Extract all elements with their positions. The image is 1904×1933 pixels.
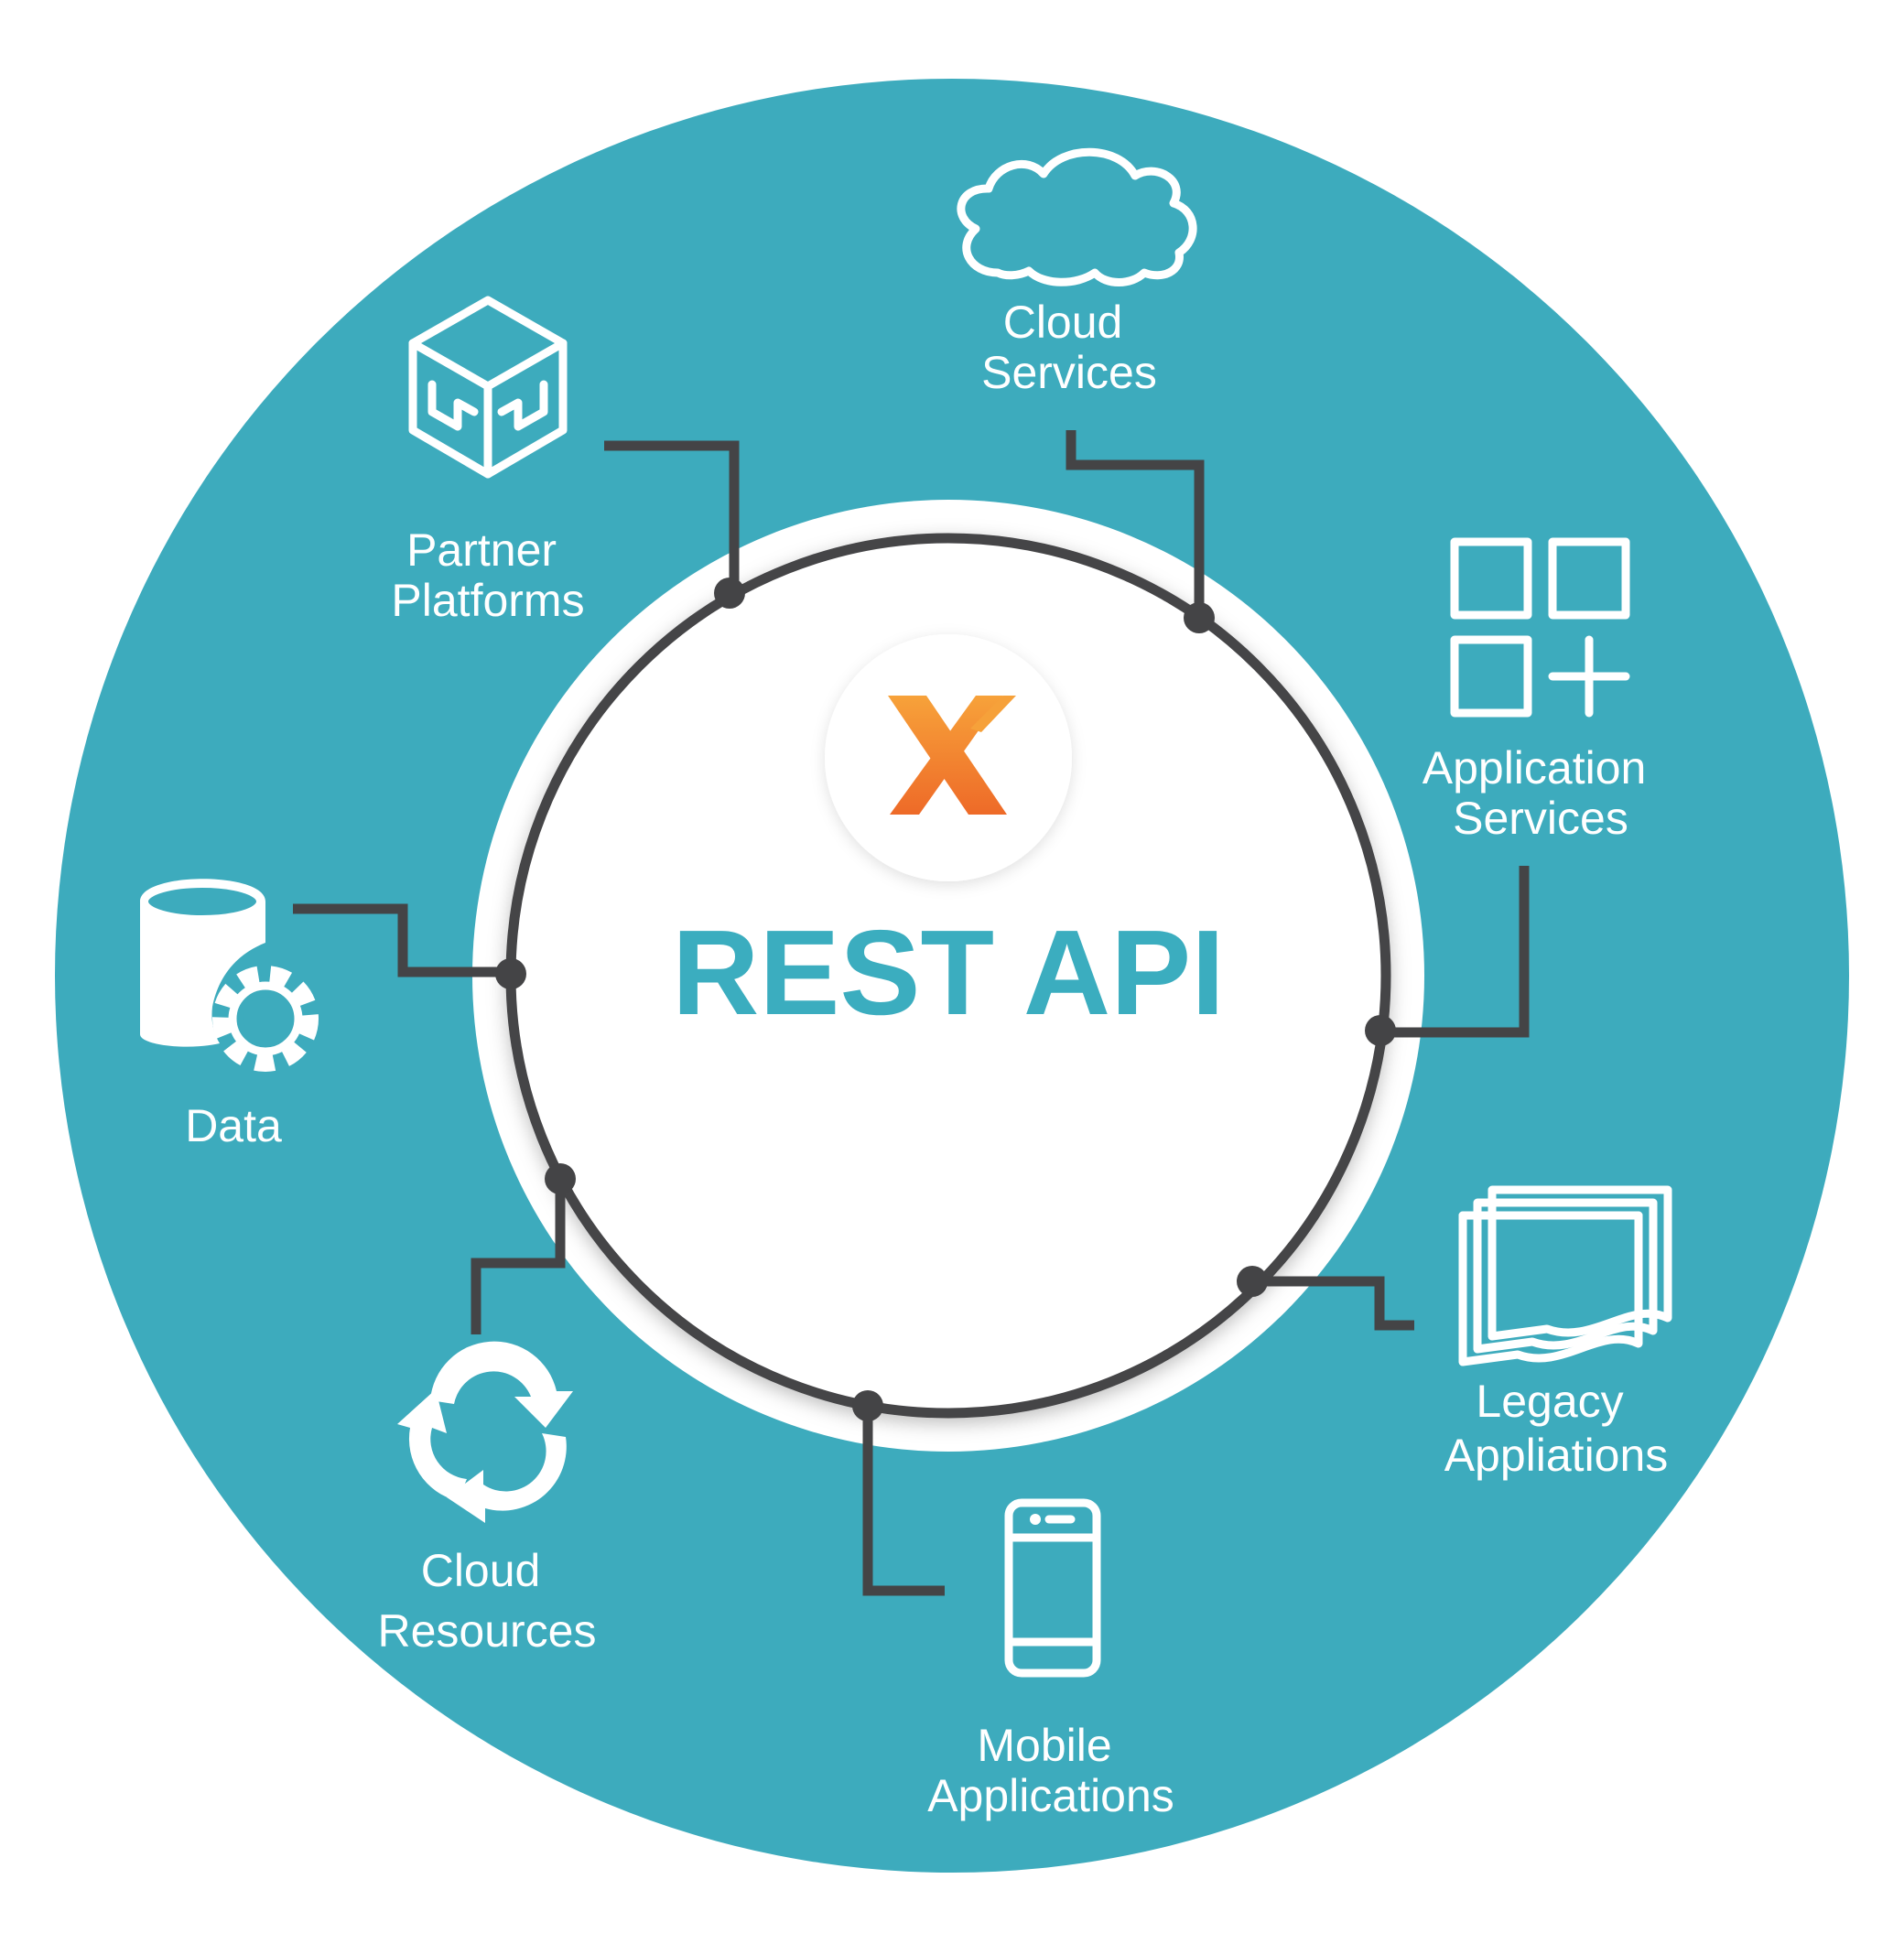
cube-icon: [408, 296, 568, 479]
node-cloud-resources: Cloud Resources: [378, 1341, 597, 1657]
connector-dots: [495, 578, 1396, 1421]
node-mobile-applications: Mobile Applications: [927, 1498, 1174, 1821]
connector-partner-platforms: [604, 440, 740, 595]
connector-mobile-applications: [862, 1406, 945, 1596]
node-label-line: Application: [1423, 742, 1647, 794]
svg-text:Cloud Services: Cloud Services: [981, 297, 1157, 398]
x-logo-icon: [888, 696, 1016, 815]
node-partner-platforms: Partner Platforms: [391, 296, 585, 626]
title: REST API: [672, 905, 1225, 1040]
dot-cloud-services: [1184, 602, 1215, 633]
node-label-line: Mobile: [977, 1720, 1111, 1771]
svg-text:Mobile Applications: Mobile Applications: [927, 1720, 1174, 1821]
recycle-arrows-icon: [397, 1341, 573, 1523]
node-label-line: Cloud: [421, 1545, 541, 1596]
dot-partner-platforms: [714, 578, 745, 609]
node-label-line: Data: [185, 1100, 282, 1151]
node-data: Data: [140, 879, 319, 1151]
connector-cloud-resources: [471, 1178, 566, 1334]
node-label-line: Applications: [927, 1770, 1174, 1821]
dot-data: [495, 958, 526, 989]
connector-application-services: [1382, 866, 1530, 1038]
node-application-services: Application Services: [1423, 537, 1660, 844]
node-legacy-applications: Legacy Appliations: [1444, 1185, 1672, 1481]
svg-text:Application Services: Application Services: [1423, 742, 1660, 844]
node-label-line: Platforms: [391, 575, 584, 626]
dot-legacy-applications: [1237, 1266, 1268, 1297]
cloud-icon: [957, 147, 1197, 286]
node-label-line: Partner: [406, 524, 557, 576]
svg-text:Partner Platforms: Partner Platforms: [391, 524, 584, 626]
node-label-line: Services: [981, 347, 1157, 398]
stacked-windows-icon: [1458, 1185, 1672, 1366]
dot-cloud-resources: [545, 1163, 576, 1194]
dot-application-services: [1365, 1015, 1396, 1046]
database-gear-icon: [140, 879, 319, 1072]
dot-mobile-applications: [852, 1390, 883, 1421]
connector-legacy-applications: [1252, 1276, 1414, 1331]
logo: [825, 634, 1072, 881]
app-grid-icon: [1450, 537, 1630, 718]
smartphone-icon: [1004, 1498, 1101, 1678]
node-cloud-services: Cloud Services: [957, 147, 1197, 398]
node-label-line: Resources: [378, 1605, 597, 1657]
svg-text:Cloud Resources: Cloud Resources: [378, 1545, 597, 1657]
node-label-line: Cloud: [1003, 297, 1123, 348]
node-label-line: Services: [1453, 793, 1628, 844]
connector-cloud-services: [1066, 430, 1205, 618]
node-label-line: Appliations: [1444, 1430, 1669, 1481]
connector-data: [293, 903, 513, 977]
node-label-line: Legacy: [1476, 1376, 1623, 1427]
connectors: [293, 430, 1530, 1596]
svg-text:Legacy Appliations: Legacy Appliations: [1444, 1376, 1669, 1481]
